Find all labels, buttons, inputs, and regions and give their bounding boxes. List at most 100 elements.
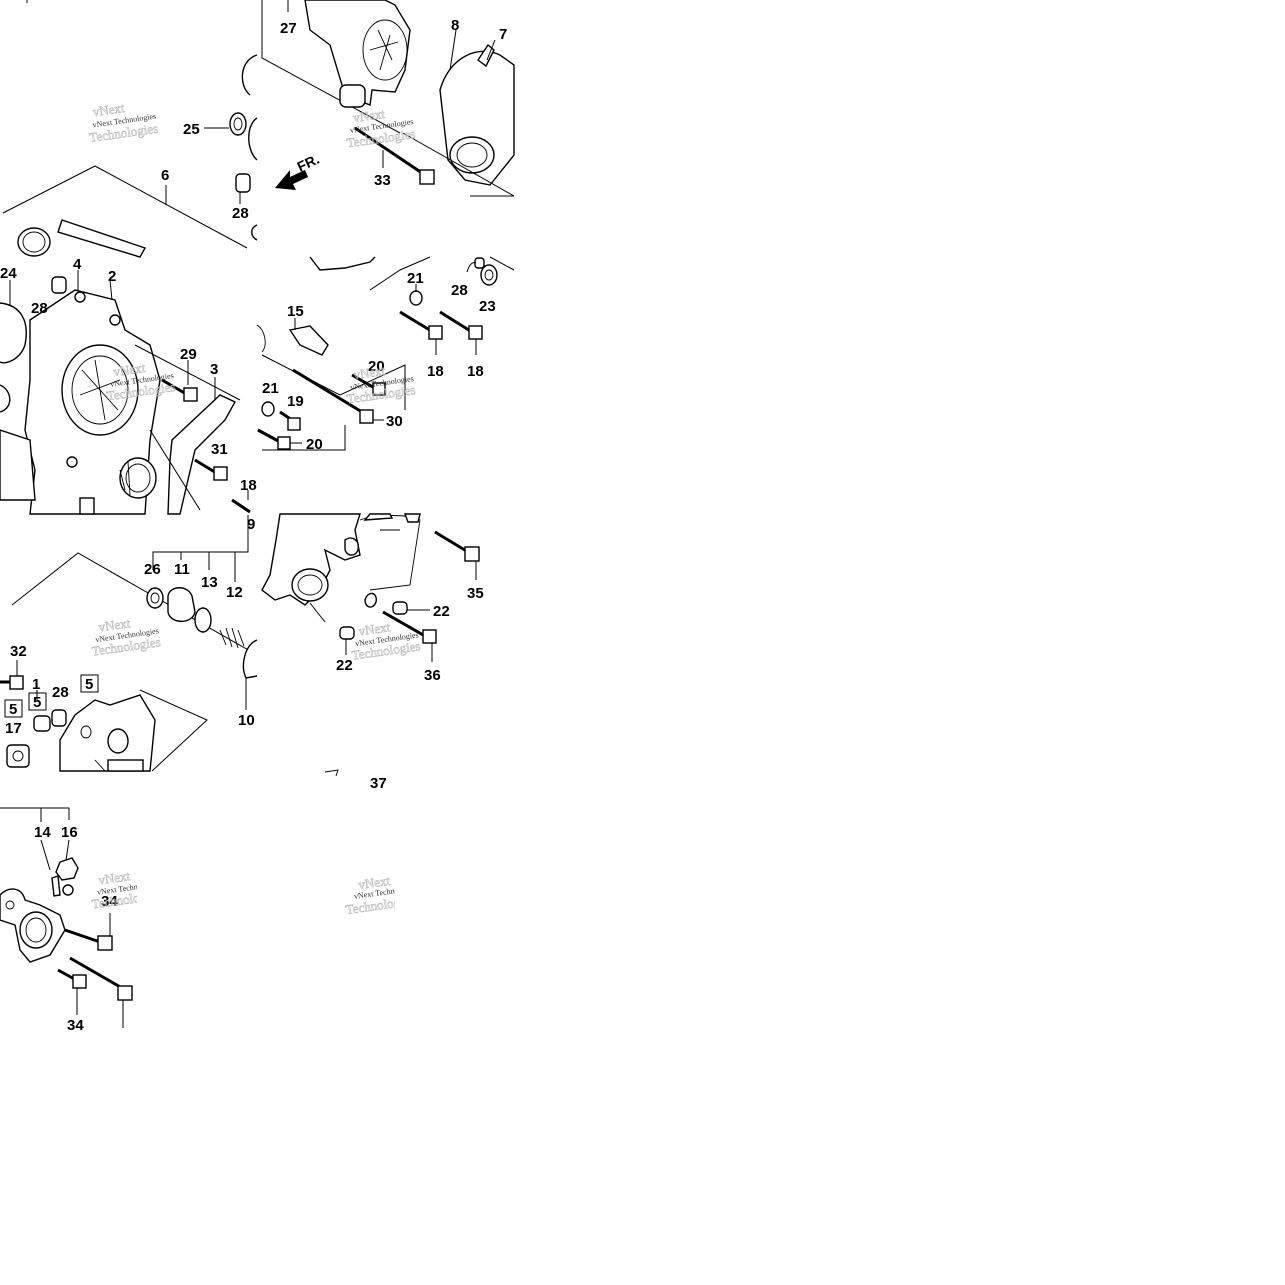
tile-bottom-left bbox=[0, 807, 133, 1028]
label-15: 15 bbox=[287, 303, 304, 320]
washer-21 bbox=[409, 290, 423, 306]
label-35: 35 bbox=[467, 585, 484, 602]
label-22: 22 bbox=[433, 603, 450, 620]
label-21: 21 bbox=[262, 380, 279, 397]
dowel-pin-22 bbox=[339, 626, 355, 640]
tile-masks bbox=[137, 873, 514, 1028]
part-number-labels: 27 8 7 25 6 33 28 24 4 2 28 29 3 31 18 9… bbox=[0, 17, 507, 1034]
label-29: 29 bbox=[180, 346, 197, 363]
label-18: 18 bbox=[467, 363, 484, 380]
label-12: 12 bbox=[226, 584, 243, 601]
label-33: 33 bbox=[374, 172, 391, 189]
tile-top-left bbox=[2, 0, 258, 258]
oil-seal-23 bbox=[480, 264, 498, 286]
bolt-18 bbox=[468, 325, 483, 340]
part-5-box bbox=[4, 699, 23, 718]
label-23: 23 bbox=[479, 298, 496, 315]
bolt-20 bbox=[277, 436, 291, 450]
mechanical-seal-11 bbox=[167, 587, 196, 623]
tile-middle-right bbox=[256, 256, 515, 451]
tile-middle-left bbox=[0, 270, 251, 515]
pipe bbox=[57, 219, 147, 258]
label-13: 13 bbox=[201, 574, 218, 591]
dowel-pin-28 bbox=[51, 276, 67, 294]
part-5-box bbox=[80, 674, 99, 693]
bolt-36 bbox=[422, 629, 437, 644]
label-1: 1 bbox=[32, 676, 40, 693]
bolt bbox=[117, 985, 133, 1001]
label-5: 5 bbox=[33, 694, 41, 711]
gasket-3 bbox=[167, 394, 236, 515]
label-34: 34 bbox=[101, 893, 118, 910]
dowel-pin-5 bbox=[33, 715, 51, 732]
dowel-pin-28 bbox=[51, 709, 67, 727]
thermostat-outlet bbox=[291, 568, 329, 602]
thermostat-housing-1 bbox=[59, 694, 156, 772]
boss bbox=[79, 497, 95, 515]
gasket-edge bbox=[0, 429, 36, 501]
pump-cover-outlet bbox=[449, 136, 495, 174]
label-30: 30 bbox=[386, 413, 403, 430]
ring-13 bbox=[194, 607, 212, 633]
clamp-15 bbox=[288, 325, 329, 356]
oil-seal-25 bbox=[229, 112, 247, 136]
label-5: 5 bbox=[9, 701, 17, 718]
svg-text:vNext: vNext bbox=[353, 363, 387, 382]
label-10: 10 bbox=[238, 712, 255, 729]
pump-outlet bbox=[339, 84, 366, 108]
gasket-10 bbox=[242, 639, 258, 679]
svg-text:vNext: vNext bbox=[352, 106, 386, 125]
label-11: 11 bbox=[174, 561, 190, 578]
label-32: 32 bbox=[10, 643, 27, 660]
gasket-arc bbox=[251, 224, 258, 241]
dowel-pin-22 bbox=[392, 601, 408, 615]
dowel-pin-28 bbox=[235, 173, 251, 193]
water-pump-body bbox=[304, 0, 411, 106]
direction-label: FR. bbox=[295, 151, 322, 175]
label-28: 28 bbox=[451, 282, 468, 299]
svg-text:vNext: vNext bbox=[357, 619, 391, 638]
seal-26 bbox=[146, 587, 164, 609]
bearing bbox=[119, 457, 157, 499]
label-3: 3 bbox=[210, 361, 218, 378]
svg-text:vNext: vNext bbox=[92, 100, 126, 119]
label-7: 7 bbox=[499, 26, 507, 43]
bolt-19 bbox=[287, 417, 301, 431]
bolt-18 bbox=[428, 325, 443, 340]
label-37: 37 bbox=[370, 775, 387, 792]
bolt-14 bbox=[51, 875, 61, 897]
svg-text:vNext: vNext bbox=[113, 360, 147, 379]
label-28: 28 bbox=[31, 300, 48, 317]
label-34: 34 bbox=[67, 1017, 84, 1034]
label-8: 8 bbox=[451, 17, 459, 34]
bolt-35 bbox=[464, 546, 480, 562]
cover-edge bbox=[309, 256, 376, 271]
label-9: 9 bbox=[247, 516, 255, 533]
label-22: 22 bbox=[336, 657, 353, 674]
label-4: 4 bbox=[73, 256, 82, 273]
label-27: 27 bbox=[280, 20, 297, 37]
collar-17 bbox=[6, 744, 30, 768]
label-28: 28 bbox=[52, 684, 69, 701]
label-2: 2 bbox=[108, 268, 116, 285]
label-16: 16 bbox=[61, 824, 78, 841]
label-20: 20 bbox=[368, 358, 385, 375]
label-18: 18 bbox=[427, 363, 444, 380]
label-21: 21 bbox=[407, 270, 424, 287]
bolt-31 bbox=[213, 466, 228, 481]
tile-lower-middle bbox=[261, 513, 480, 777]
svg-text:vNext: vNext bbox=[357, 873, 391, 892]
label-19: 19 bbox=[287, 393, 304, 410]
bolt-20 bbox=[372, 382, 386, 396]
label-26: 26 bbox=[144, 561, 161, 578]
front-direction-arrow-icon bbox=[275, 170, 308, 190]
bolt-30 bbox=[359, 409, 374, 424]
dowel-pin-28 bbox=[474, 257, 485, 269]
bolt-34 bbox=[72, 974, 87, 989]
label-24: 24 bbox=[0, 265, 17, 282]
bleed-nipple bbox=[477, 43, 495, 68]
label-14: 14 bbox=[34, 824, 51, 841]
svg-text:vNext: vNext bbox=[98, 615, 132, 634]
label-28: 28 bbox=[232, 205, 249, 222]
